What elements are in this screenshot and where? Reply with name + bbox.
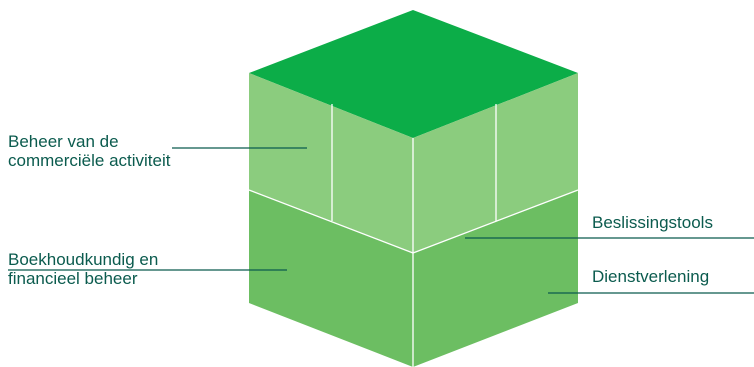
divider-right-horizontal <box>412 189 579 254</box>
block-commercial-activity <box>249 73 413 253</box>
block-accounting-finance <box>249 190 413 367</box>
cube-top-face <box>249 10 578 138</box>
label-commercial-line1: Beheer van de <box>8 132 119 151</box>
block-services <box>413 190 578 367</box>
label-commercial-activity: Beheer van de commerciële activiteit <box>8 132 171 170</box>
label-decision-tools: Beslissingstools <box>592 213 713 232</box>
divider-left-horizontal <box>248 189 414 254</box>
block-dividers <box>248 104 579 367</box>
label-services: Dienstverlening <box>592 267 709 286</box>
leader-lines <box>8 147 754 294</box>
label-accounting-line1: Boekhoudkundig en <box>8 250 159 269</box>
label-accounting-finance: Boekhoudkundig en financieel beheer <box>8 250 158 288</box>
label-accounting-line2: financieel beheer <box>8 269 138 288</box>
label-commercial-line2: commerciële activiteit <box>8 151 171 170</box>
label-services-text: Dienstverlening <box>592 267 710 286</box>
label-decision-tools-text: Beslissingstools <box>592 213 713 232</box>
